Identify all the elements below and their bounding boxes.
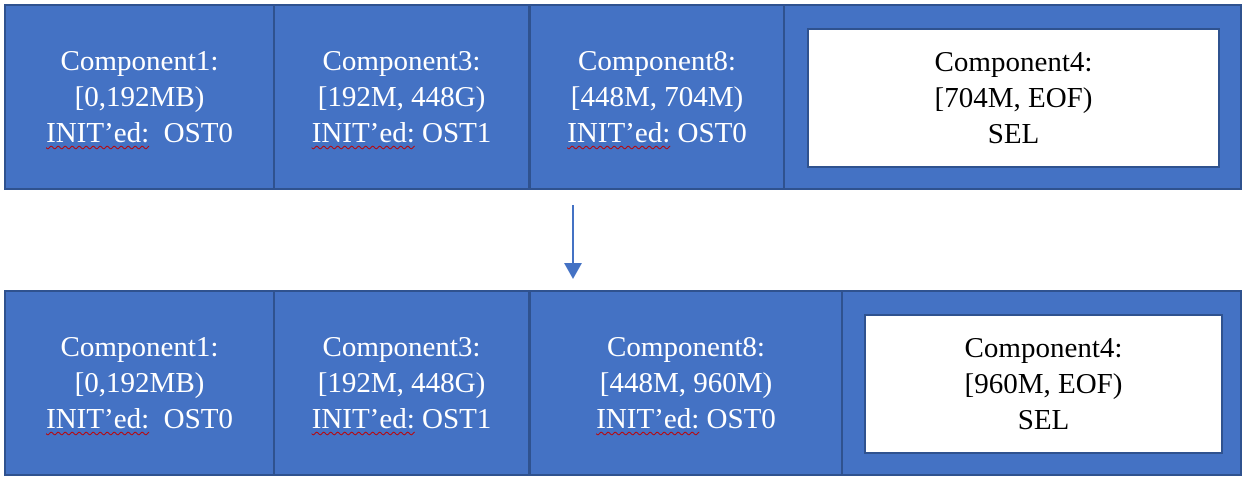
before-component8-text: Component8: [448M, 704M) INIT’ed: OST0 [567,43,747,151]
component-init: INIT’ed: OST0 [596,401,776,437]
init-ost: OST0 [670,117,747,149]
component-init: INIT’ed: OST0 [46,115,233,151]
before-component8-box: Component8: [448M, 704M) INIT’ed: OST0 [529,4,785,190]
after-component8-text: Component8: [448M, 960M) INIT’ed: OST0 [596,329,776,437]
after-component4-box: Component4: [960M, EOF) SEL [864,314,1223,454]
component-range: [448M, 704M) [570,81,744,113]
component-name: Component1: [60,45,219,77]
component-range: [448M, 960M) [599,367,773,399]
after-component1-text: Component1: [0,192MB) INIT’ed: OST0 [46,329,233,437]
down-arrow-icon [564,205,582,279]
before-component4-box: Component4: [704M, EOF) SEL [807,28,1220,168]
component-init: INIT’ed: OST1 [312,115,492,151]
component-name: Component4: [934,46,1093,78]
before-component1-box: Component1: [0,192MB) INIT’ed: OST0 [4,4,275,190]
after-component3-box: Component3: [192M, 448G) INIT’ed: OST1 [273,290,530,476]
init-label: INIT’ed: [311,117,415,149]
component-name: Component8: [607,331,765,363]
component-status: SEL [1017,404,1070,436]
component-init: INIT’ed: OST1 [312,401,492,437]
component-init: INIT’ed: OST0 [46,401,233,437]
after-component4-container: Component4: [960M, EOF) SEL [841,290,1242,476]
component-name: Component4: [964,332,1123,364]
before-component3-text: Component3: [192M, 448G) INIT’ed: OST1 [312,43,492,151]
after-component3-text: Component3: [192M, 448G) INIT’ed: OST1 [312,329,492,437]
after-component4-text: Component4: [960M, EOF) SEL [965,330,1123,438]
init-label: INIT’ed: [567,117,671,149]
after-component8-box: Component8: [448M, 960M) INIT’ed: OST0 [529,290,843,476]
component-range: [0,192MB) [74,367,205,399]
init-ost: OST1 [414,403,492,435]
component-range: [960M, EOF) [964,368,1123,400]
before-component1-text: Component1: [0,192MB) INIT’ed: OST0 [46,43,233,151]
init-label: INIT’ed: [46,117,150,149]
component-name: Component1: [60,331,219,363]
before-component4-container: Component4: [704M, EOF) SEL [783,4,1242,190]
component-name: Component3: [322,331,481,363]
init-ost: OST0 [149,117,233,149]
component-name: Component3: [322,45,481,77]
component-range: [192M, 448G) [317,81,486,113]
init-label: INIT’ed: [311,403,415,435]
init-label: INIT’ed: [46,403,150,435]
before-component3-box: Component3: [192M, 448G) INIT’ed: OST1 [273,4,530,190]
init-ost: OST0 [699,403,776,435]
component-name: Component8: [578,45,736,77]
component-range: [192M, 448G) [317,367,486,399]
init-ost: OST0 [149,403,233,435]
component-init: INIT’ed: OST0 [567,115,747,151]
component-range: [704M, EOF) [934,82,1093,114]
component-status: SEL [987,118,1040,150]
component-range: [0,192MB) [74,81,205,113]
before-component4-text: Component4: [704M, EOF) SEL [935,44,1093,152]
after-component1-box: Component1: [0,192MB) INIT’ed: OST0 [4,290,275,476]
init-ost: OST1 [414,117,492,149]
init-label: INIT’ed: [596,403,700,435]
